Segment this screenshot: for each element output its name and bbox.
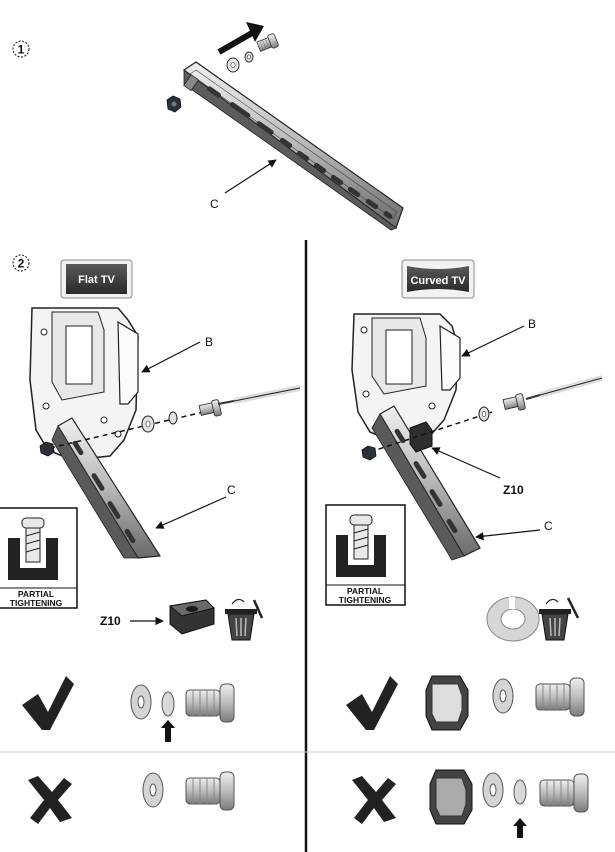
curved-tv-column: Curved TV B C	[325, 259, 603, 642]
curved-nut	[361, 445, 377, 461]
curved-z10-spacer-installed	[409, 421, 433, 453]
flat-bracket-b	[29, 307, 139, 461]
flat-lock-washer-pointer	[161, 720, 175, 742]
flat-incorrect-row	[28, 771, 235, 824]
curved-flat-washer	[478, 406, 490, 422]
flat-nut	[39, 441, 55, 457]
check-mark-icon-curved	[346, 676, 398, 730]
flat-partial-tightening-card: PARTIAL TIGHTENING	[0, 507, 78, 609]
flat-tv-label: Flat TV	[78, 274, 115, 286]
insert-direction-arrow	[217, 22, 264, 55]
flat-trash-icon	[225, 598, 264, 641]
step-1-number-badge: 1	[12, 40, 30, 58]
step-2-number: 2	[18, 257, 25, 271]
flat-correct-row	[22, 676, 235, 742]
step-1-lock-washer	[244, 51, 254, 63]
curved-z10-leader	[431, 447, 501, 479]
curved-rail-label: C	[544, 519, 553, 533]
flat-tv-badge: Flat TV	[60, 259, 133, 299]
curved-correct-row	[346, 675, 585, 731]
curved-bracket-b	[351, 313, 461, 443]
curved-screwdriver	[525, 375, 603, 400]
check-mark-icon	[22, 676, 74, 730]
flat-tv-column: Flat TV B C	[0, 259, 301, 641]
flat-pt-line2: TIGHTENING	[10, 598, 63, 608]
curved-z10-label: Z10	[503, 483, 524, 497]
step-1-bolt	[256, 33, 279, 52]
curved-bolt	[502, 393, 526, 411]
step-2-number-badge: 2	[12, 254, 30, 272]
curved-partial-tightening-card: PARTIAL TIGHTENING	[325, 504, 406, 606]
flat-z10-label: Z10	[100, 614, 121, 628]
flat-flat-washer	[141, 415, 155, 433]
curved-lock-washer-discard	[486, 596, 540, 642]
flat-bolt-axis	[49, 409, 213, 449]
curved-rail-c	[371, 405, 481, 561]
flat-rail-label: C	[227, 483, 236, 497]
cross-mark-icon	[28, 776, 72, 824]
step-1-rail-label: C	[210, 197, 219, 211]
step-1-section: 1	[12, 22, 404, 231]
step-1-rail-leader	[224, 159, 277, 194]
step-1-nut	[166, 95, 182, 113]
curved-pt-line2: TIGHTENING	[339, 595, 392, 605]
flat-bracket-label: B	[205, 335, 213, 349]
flat-bolt	[198, 399, 222, 417]
curved-lock-washer-pointer	[513, 818, 527, 838]
flat-z10-spacer	[168, 599, 215, 635]
curved-rail-leader	[475, 529, 541, 541]
curved-trash-icon	[539, 597, 580, 641]
curved-tv-label: Curved TV	[410, 275, 466, 287]
step-1-number: 1	[18, 43, 25, 57]
curved-bracket-label: B	[528, 317, 536, 331]
flat-rail-leader	[155, 496, 227, 529]
flat-screwdriver	[217, 385, 301, 405]
cross-mark-icon-curved	[352, 776, 396, 824]
curved-pt-line1: PARTIAL	[347, 586, 383, 596]
step-1-rail-slots	[206, 86, 393, 219]
curved-bolt-axis	[369, 411, 493, 453]
flat-rail-c	[51, 417, 162, 559]
step-1-rail-c	[182, 61, 404, 231]
step-1-flat-washer	[226, 57, 240, 73]
flat-bracket-leader	[141, 341, 201, 373]
flat-pt-line1: PARTIAL	[18, 589, 54, 599]
curved-tv-badge: Curved TV	[401, 259, 475, 299]
flat-lock-washer	[168, 411, 178, 425]
curved-bracket-leader	[461, 325, 525, 357]
curved-incorrect-row	[352, 769, 589, 838]
